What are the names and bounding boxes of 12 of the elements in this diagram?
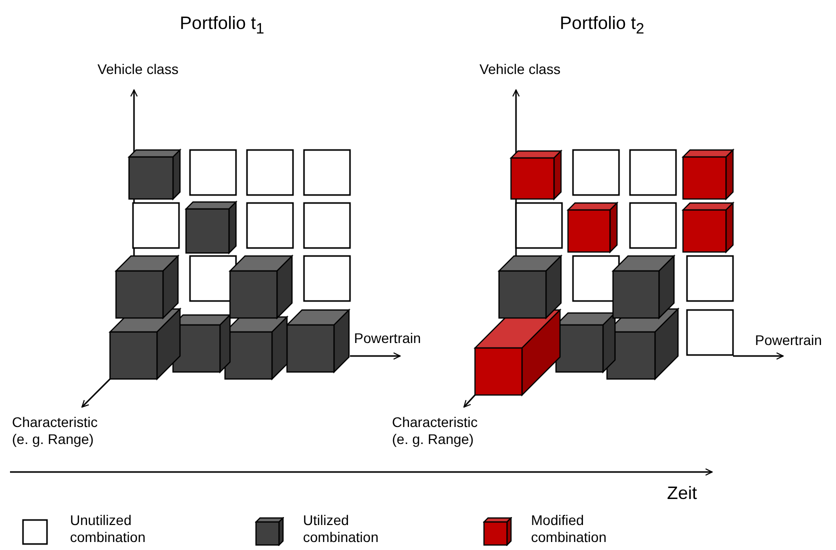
panel-title: Portfolio t$_{2}$ (560, 12, 644, 40)
axis-label: Zeit (667, 482, 698, 504)
legend-label: Utilized combination (303, 512, 380, 546)
axis-label: Vehicle class (98, 61, 178, 78)
axis-label: Powertrain (755, 332, 822, 349)
axis-label: Vehicle class (480, 61, 560, 78)
legend-label: Modified combination (531, 512, 608, 546)
legend-label: Unutilized combination (70, 512, 146, 546)
axis-label: Characteristic (e. g. Range) (12, 414, 99, 448)
axis-label: Characteristic (e. g. Range) (392, 414, 479, 448)
panel-title: Portfolio t$_{1}$ (180, 12, 264, 40)
axis-label: Powertrain (354, 330, 421, 347)
